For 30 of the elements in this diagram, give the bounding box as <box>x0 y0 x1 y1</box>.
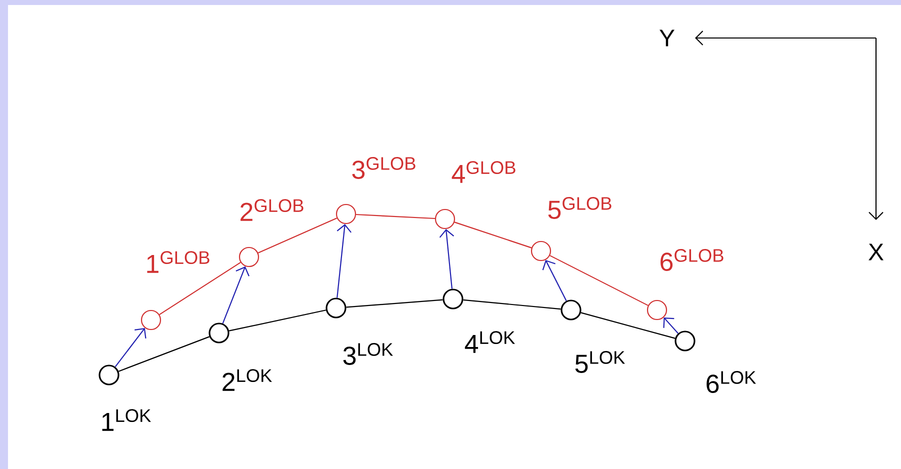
point-label: 1$^{LOK}$ <box>102 409 151 431</box>
point-label: 2$^{LOK}$ <box>222 369 272 391</box>
connecting-line <box>550 255 648 306</box>
point-label: 6$^{GLOB}$ <box>660 249 724 271</box>
arrow <box>336 224 352 298</box>
point-label: 3$^{LOK}$ <box>343 343 393 365</box>
point-label: 5$^{GLOB}$ <box>548 197 612 219</box>
connecting-line <box>159 262 241 316</box>
axis-label: X <box>868 244 884 260</box>
arrow <box>114 328 146 368</box>
point-label: 4$^{GLOB}$ <box>452 161 516 183</box>
connecting-line <box>356 214 435 220</box>
axis-label: Y <box>660 30 674 46</box>
arrow <box>663 317 679 334</box>
connecting-line <box>258 218 338 254</box>
arrow <box>222 266 250 324</box>
point-label: 3$^{GLOB}$ <box>352 157 416 179</box>
arrow <box>542 260 567 302</box>
connecting-line <box>346 299 443 308</box>
connecting-line <box>118 336 210 372</box>
point-label: 1$^{GLOB}$ <box>147 251 210 273</box>
point-label: 6$^{LOK}$ <box>706 371 756 393</box>
connecting-line <box>463 299 561 310</box>
point-label: 4$^{LOK}$ <box>464 331 515 353</box>
point-label: 2$^{GLOB}$ <box>240 199 304 221</box>
arrow <box>439 229 454 289</box>
connecting-line <box>228 310 326 332</box>
point-label: 5$^{LOK}$ <box>575 351 625 373</box>
connecting-line <box>580 312 676 339</box>
connecting-line <box>454 222 532 248</box>
